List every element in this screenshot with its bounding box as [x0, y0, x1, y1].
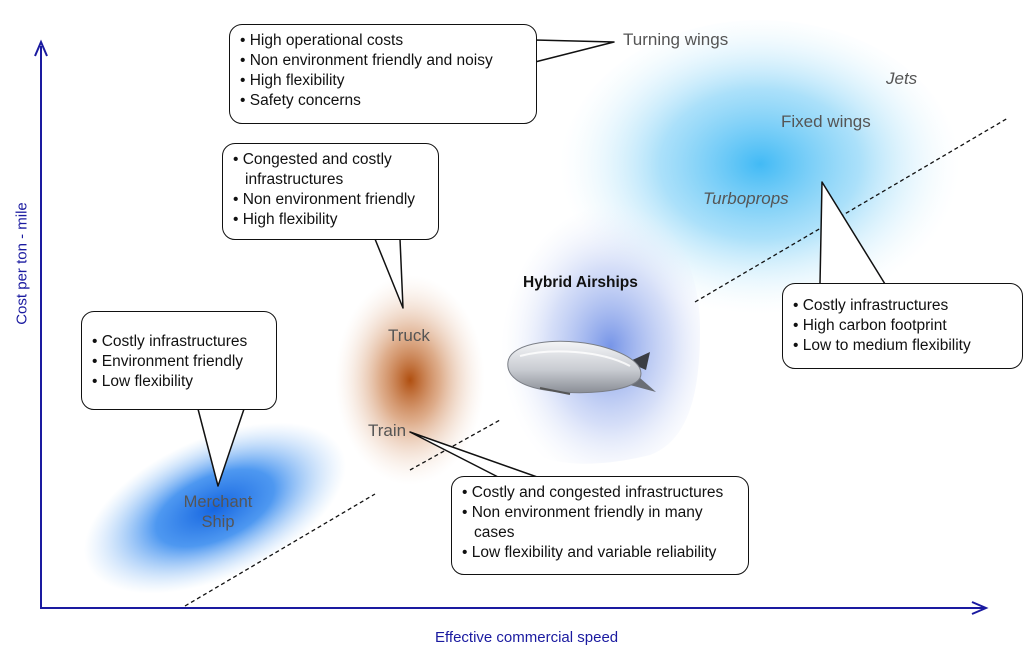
callout-truck: Congested and costly infrastructures Non…: [222, 143, 439, 240]
bullet-item: Costly infrastructures: [92, 332, 266, 352]
bullet-item: Non environment friendly and noisy: [240, 51, 526, 71]
label-turning-wings: Turning wings: [623, 30, 729, 49]
bullet-item: Low flexibility: [92, 372, 266, 392]
x-axis-label: Effective commercial speed: [435, 629, 619, 646]
y-axis: [34, 39, 48, 608]
callout-merchant-ship: Costly infrastructures Environment frien…: [81, 311, 277, 410]
label-hybrid-airships: Hybrid Airships: [523, 274, 638, 291]
bullet-item: Non environment friendly in many cases: [462, 503, 738, 543]
label-turboprops: Turboprops: [703, 189, 789, 208]
bullet-item: Environment friendly: [92, 352, 266, 372]
label-jets: Jets: [886, 69, 918, 88]
bullet-item: High carbon footprint: [793, 316, 1012, 336]
truck-region-blob: [335, 275, 485, 485]
callout-turning-wings: High operational costs Non environment f…: [229, 24, 537, 124]
bullet-item: Costly infrastructures: [793, 296, 1012, 316]
bullet-item: Congested and costly infrastructures: [233, 150, 428, 190]
bullet-item: Safety concerns: [240, 91, 526, 111]
label-train: Train: [368, 421, 407, 440]
bullet-item: Low to medium flexibility: [793, 336, 1012, 356]
label-merchant-ship: Merchant Ship: [183, 493, 253, 531]
bullet-item: Costly and congested infrastructures: [462, 483, 738, 503]
callout-tail-turning: [534, 39, 615, 63]
x-axis: [40, 601, 989, 615]
frontier-line-mid: [409, 419, 501, 471]
airship-image: [507, 340, 656, 395]
callout-fixed-wings: Costly infrastructures High carbon footp…: [782, 283, 1023, 369]
bullet-item: High flexibility: [233, 210, 428, 230]
label-fixed-wings: Fixed wings: [781, 112, 871, 131]
callout-train: Costly and congested infrastructures Non…: [451, 476, 749, 575]
bullet-item: High operational costs: [240, 31, 526, 51]
frontier-line-low: [184, 493, 376, 607]
y-axis-label: Cost per ton - mile: [13, 202, 31, 325]
ship-region-blob: [83, 422, 347, 594]
bullet-item: Low flexibility and variable reliability: [462, 543, 738, 563]
bullet-item: Non environment friendly: [233, 190, 428, 210]
airship-region-blob: [500, 202, 700, 464]
frontier-line-high: [694, 117, 1009, 303]
label-truck: Truck: [388, 326, 430, 345]
bullet-item: High flexibility: [240, 71, 526, 91]
